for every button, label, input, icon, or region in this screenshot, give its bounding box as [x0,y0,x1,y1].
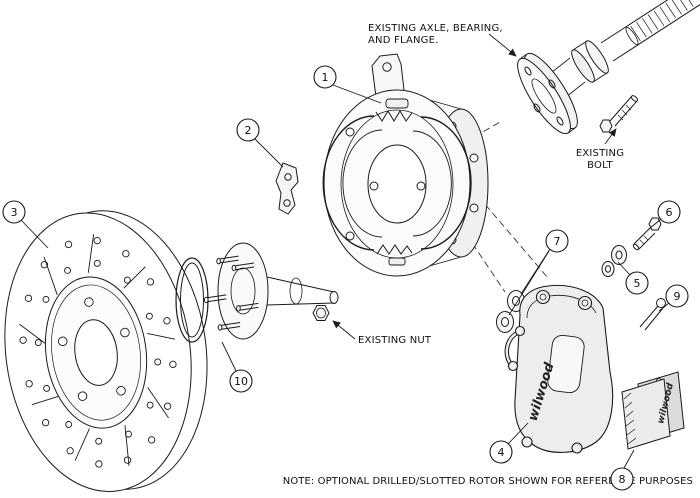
callout-number-7: 7 [554,235,561,248]
brake-caliper: wilwood [504,284,614,454]
rotor-drill-holes [19,234,177,468]
callout-leader-5 [617,261,631,276]
note-text: NOTE: OPTIONAL DRILLED/SLOTTED ROTOR SHO… [283,476,693,487]
callout-circle-3 [2,200,26,224]
callout-leader-10 [221,341,237,372]
pad-friction-hatch [623,392,637,445]
callout-number-2: 2 [245,124,252,137]
label-existing-bolt-line1: EXISTING [576,148,624,159]
label-existing-axle-line2: AND FLANGE. [368,35,439,46]
existing-nut [312,305,330,321]
callout-circle-6 [657,200,681,224]
label-existing-axle-leader [488,33,517,57]
callout-circle-8 [610,467,634,491]
callout-circle-2 [236,118,260,142]
callout-leader-9 [658,302,670,312]
callout-circle-9 [665,284,689,308]
callout-leader-1 [332,84,382,104]
callout-number-8: 8 [619,473,626,486]
callout-number-3: 3 [11,206,18,219]
axle-hub [203,242,339,340]
callout-circle-7 [545,229,569,253]
wheel-studs [203,255,259,331]
callout-number-1: 1 [322,71,329,84]
callout-leader-2 [254,138,284,168]
callout-number-6: 6 [666,206,673,219]
label-existing-nut-leader [332,320,356,340]
callout-leader-8 [623,449,635,469]
label-existing-bolt-line2: BOLT [587,160,613,171]
text-labels: EXISTING AXLE, BEARING, AND FLANGE. EXIS… [283,23,693,487]
callout-number-5: 5 [634,277,641,290]
callouts: 1 2 3 4 5 6 7 8 9 10 [2,65,689,491]
retainer-bracket [275,162,299,215]
axle-shaft-assembly [517,0,700,135]
rotor [4,210,208,493]
callout-number-4: 4 [498,446,505,459]
callout-circle-10 [229,369,253,393]
callout-leader-6 [648,218,662,230]
label-existing-axle-line1: EXISTING AXLE, BEARING, [368,23,503,34]
callout-circle-4 [489,440,513,464]
label-existing-nut: EXISTING NUT [358,335,432,346]
callout-number-9: 9 [674,290,681,303]
callout-leader-3 [20,219,49,249]
callout-circle-1 [313,65,337,89]
cotter-pin [639,298,666,331]
shaft-splines [630,0,694,42]
label-existing-bolt-leader [604,128,617,145]
callout-number-10: 10 [234,375,248,388]
callout-leader-7-b [508,250,550,316]
washer-stack [601,245,627,277]
callout-leader-4 [507,422,529,445]
callout-circle-5 [625,271,649,295]
brake-pads: wilwood [621,371,685,450]
backing-plate-assembly [322,53,489,277]
